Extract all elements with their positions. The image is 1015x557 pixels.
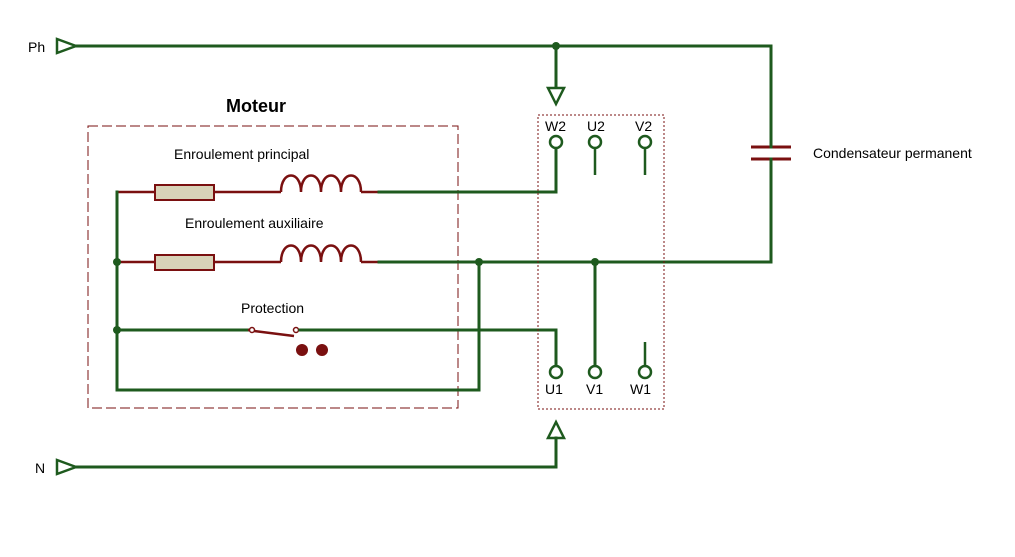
thermal-sensor-icon bbox=[296, 344, 328, 356]
terminal-top-label-1: W2 bbox=[545, 118, 566, 134]
phase-wire bbox=[74, 44, 773, 124]
aux-coil-icon bbox=[279, 244, 363, 263]
capacitor-icon bbox=[751, 120, 791, 165]
terminal-top-3[interactable] bbox=[637, 134, 653, 150]
main-resistor-icon bbox=[154, 184, 215, 201]
protection-label: Protection bbox=[241, 300, 304, 316]
protection-switch-icon bbox=[248, 326, 300, 338]
main-winding-out-wire bbox=[377, 146, 558, 194]
protection-right-wire bbox=[298, 328, 558, 366]
terminal-top-1[interactable] bbox=[548, 134, 564, 150]
terminal-top-2[interactable] bbox=[587, 134, 603, 150]
capacitor-label: Condensateur permanent bbox=[813, 145, 972, 161]
terminal-box bbox=[537, 114, 665, 410]
terminal-bottom-label-1: U1 bbox=[545, 381, 563, 397]
terminal-bottom-1[interactable] bbox=[548, 364, 564, 380]
motor-title: Moteur bbox=[226, 96, 286, 116]
neutral-up-arrow-icon bbox=[545, 419, 567, 440]
common-bus-wire bbox=[115, 190, 481, 392]
phase-label: Ph bbox=[28, 39, 45, 55]
aux-resistor-icon bbox=[154, 254, 215, 271]
neutral-arrow-icon bbox=[55, 458, 80, 476]
terminal-bottom-2[interactable] bbox=[587, 364, 603, 380]
phase-down-arrow-icon bbox=[545, 86, 567, 107]
main-winding-label: Enroulement principal bbox=[174, 146, 309, 162]
neutral-label: N bbox=[35, 460, 45, 476]
terminal-top-label-2: U2 bbox=[587, 118, 605, 134]
terminal-top-label-3: V2 bbox=[635, 118, 652, 134]
terminal-bottom-label-3: W1 bbox=[630, 381, 651, 397]
main-coil-icon bbox=[279, 174, 363, 193]
terminal-bottom-label-2: V1 bbox=[586, 381, 603, 397]
terminal-bottom-3[interactable] bbox=[637, 364, 653, 380]
motor-box bbox=[87, 125, 459, 409]
neutral-wire bbox=[74, 436, 558, 469]
capacitor-lower-wire bbox=[593, 161, 773, 264]
aux-winding-label: Enroulement auxiliaire bbox=[185, 215, 324, 231]
common-junction-aux bbox=[113, 258, 121, 266]
phase-arrow-icon bbox=[55, 37, 80, 55]
